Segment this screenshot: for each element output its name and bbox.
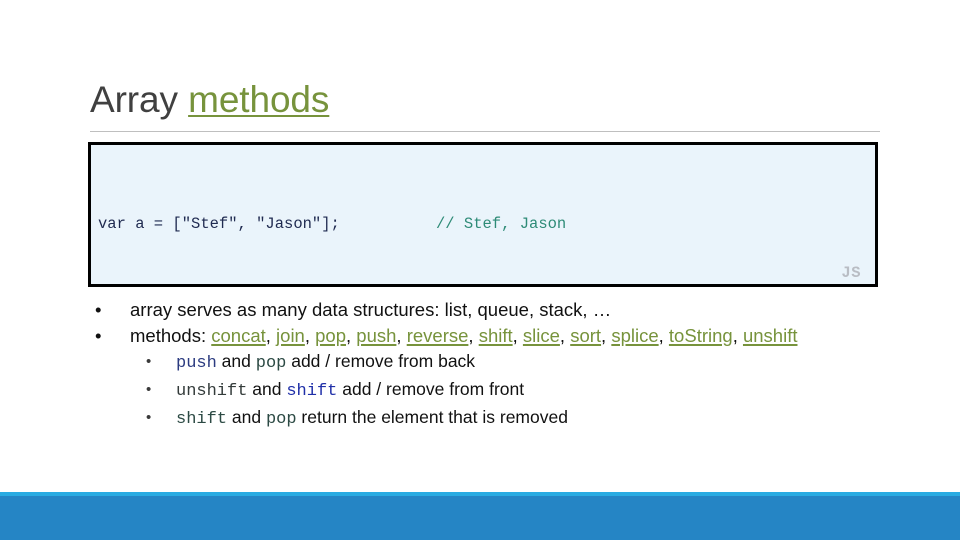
- sub-bullet-tail: return the element that is removed: [296, 406, 568, 427]
- sub-bullet-shift-pop: • shift and pop return the element that i…: [88, 405, 888, 433]
- slide-title-text: Array methods: [90, 78, 880, 122]
- sub-bullet-tail: add / remove from back: [286, 351, 476, 371]
- list-separator: ,: [468, 324, 479, 346]
- method-link-concat[interactable]: concat: [211, 324, 266, 346]
- page-title: Array methods: [90, 78, 880, 122]
- conjunction: and: [227, 406, 266, 427]
- term-push: push: [176, 354, 217, 373]
- bullet-list: • array serves as many data structures: l…: [88, 297, 888, 432]
- list-separator: ,: [346, 324, 357, 346]
- footer-bar: [0, 496, 960, 540]
- code-line-source: var a = ["Stef", "Jason"];: [98, 214, 436, 236]
- method-link-slice[interactable]: slice: [522, 324, 560, 346]
- sub-bullet-push-pop: • push and pop add / remove from back: [88, 349, 888, 377]
- bullet-item-methods: • methods: concat, join, pop, push, rever…: [88, 323, 888, 349]
- method-link-unshift[interactable]: unshift: [742, 324, 798, 346]
- method-link-reverse[interactable]: reverse: [406, 324, 469, 346]
- list-separator: ,: [732, 324, 743, 346]
- bullet-glyph: •: [95, 299, 102, 320]
- bullet-glyph: •: [146, 353, 152, 370]
- term-pop: pop: [265, 409, 297, 429]
- method-link-pop[interactable]: pop: [315, 324, 347, 346]
- method-link-push[interactable]: push: [356, 324, 397, 346]
- term-unshift: unshift: [176, 381, 248, 401]
- list-separator: ,: [265, 324, 277, 346]
- bullet-glyph: •: [95, 324, 102, 346]
- bullet-item-structures: • array serves as many data structures: l…: [88, 297, 888, 323]
- code-line-comment: // Stef, Jason: [436, 215, 567, 234]
- term-shift: shift: [176, 409, 228, 429]
- conjunction: and: [216, 351, 256, 371]
- title-plain: Array: [90, 79, 189, 120]
- code-block: var a = ["Stef", "Jason"]; // Stef, Jason…: [88, 142, 878, 287]
- list-separator: ,: [512, 324, 523, 346]
- bullet-glyph: •: [146, 408, 152, 426]
- language-badge: JS: [841, 264, 861, 282]
- bullet-glyph: •: [146, 380, 152, 398]
- code-token-plain: var a = ["Stef", "Jason"];: [98, 215, 340, 234]
- term-pop: pop: [255, 354, 287, 373]
- title-divider: [90, 131, 880, 132]
- method-link-splice[interactable]: splice: [611, 324, 659, 346]
- footer-accent-bar: [0, 492, 960, 496]
- conjunction: and: [247, 378, 287, 399]
- title-link-methods[interactable]: methods: [188, 79, 330, 120]
- bullet-text: array serves as many data structures: li…: [130, 299, 612, 320]
- sub-bullet-list: • push and pop add / remove from back • un…: [88, 349, 888, 432]
- methods-label: methods:: [130, 324, 212, 346]
- list-separator: ,: [396, 324, 407, 346]
- method-link-shift[interactable]: shift: [478, 324, 513, 346]
- method-link-join[interactable]: join: [276, 324, 305, 346]
- sub-bullet-tail: add / remove from front: [337, 378, 525, 399]
- method-link-tostring[interactable]: toString: [668, 324, 733, 346]
- code-line: var a = ["Stef", "Jason"]; // Stef, Jason: [98, 214, 875, 236]
- list-separator: ,: [658, 324, 669, 346]
- term-shift: shift: [286, 381, 338, 401]
- list-separator: ,: [601, 324, 612, 346]
- method-link-sort[interactable]: sort: [570, 324, 602, 346]
- list-separator: ,: [559, 324, 571, 346]
- list-separator: ,: [304, 324, 316, 346]
- sub-bullet-unshift-shift: • unshift and shift add / remove from fro…: [88, 377, 888, 405]
- code-content: var a = ["Stef", "Jason"]; // Stef, Jason…: [98, 149, 875, 284]
